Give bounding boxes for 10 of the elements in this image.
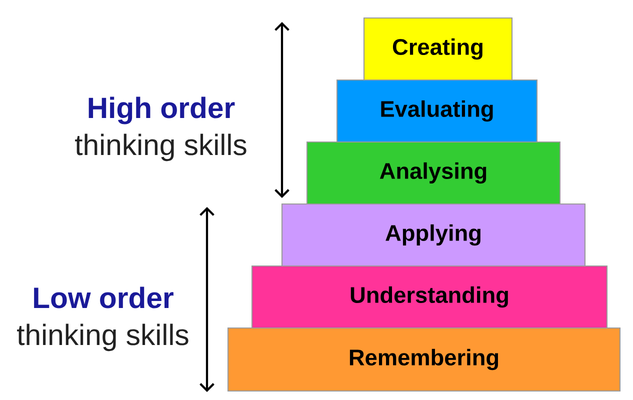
level-box: Understanding (251, 265, 608, 329)
side-label: Low order (34, 286, 174, 308)
side-label: thinking skills (17, 324, 188, 352)
level-box: Applying (281, 203, 586, 267)
level-box: Remembering (227, 327, 621, 392)
level-box: Creating (363, 17, 513, 81)
side-label: thinking skills (75, 134, 246, 162)
side-label: High order (88, 96, 235, 124)
level-box: Analysing (306, 141, 561, 205)
level-box: Evaluating (336, 79, 538, 143)
